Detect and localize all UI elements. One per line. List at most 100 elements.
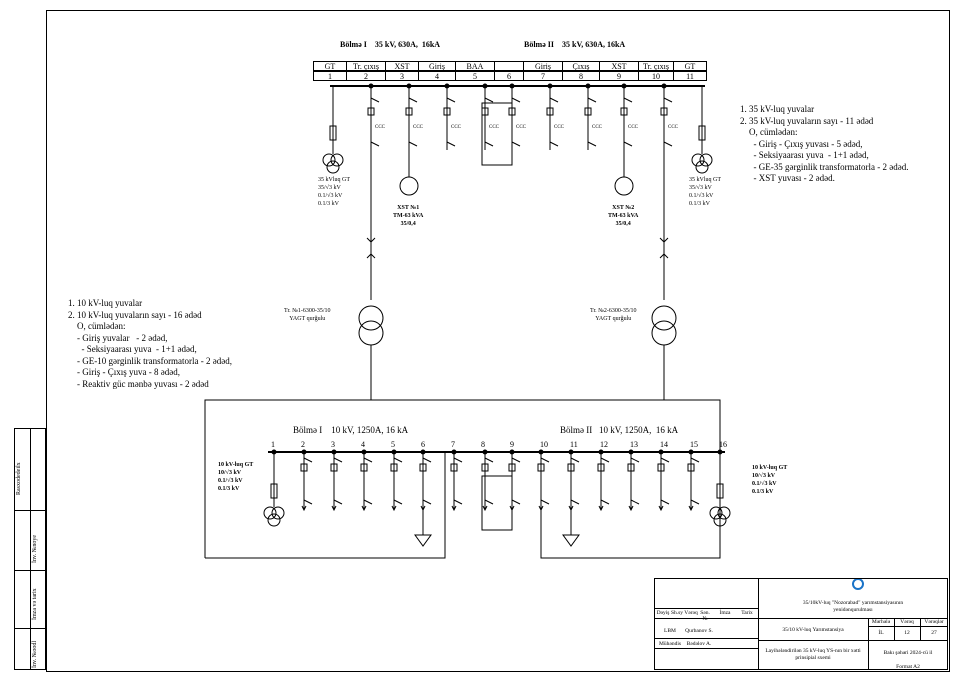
notes_10kv-line-5: - Seksiyaarası yuva - 1+1 ədəd, [68, 344, 197, 354]
tb-header-2: Sh.sy [670, 610, 684, 616]
bottom-cell-number-1: 1 [271, 440, 275, 449]
notes_10kv-line-4: - Giriş yuvalar - 2 ədəd, [68, 332, 168, 343]
notes_35kv-line-7: - XST yuvası - 2 ədəd. [740, 173, 835, 183]
bottom-cell-number-16: 16 [719, 440, 727, 449]
merhele-val: İL [878, 630, 884, 636]
tb-header-3: Vərəq [684, 610, 698, 616]
row-lbm-name: Qurbanov S. [685, 628, 713, 634]
bottom-feeder-12 [597, 449, 610, 512]
bottom-cell-number-14: 14 [660, 440, 668, 449]
svg-text:CCC: CCC [451, 125, 462, 130]
bottom-feeder-15 [687, 449, 700, 512]
tb-header-4: Sən. № [700, 610, 710, 622]
top-feeder-9: CCC [620, 83, 639, 150]
drawing-desc-2: prinsipial sxemi [795, 655, 831, 661]
svg-text:CCC: CCC [628, 125, 639, 130]
bottom-feeder-6 [419, 449, 432, 512]
bottom-cell-number-13: 13 [630, 440, 638, 449]
top-feeder-2: CCC [367, 83, 386, 150]
top-cell-num-11: 11 [673, 71, 707, 81]
top-feeder-7: CCC [546, 83, 565, 150]
drawing-frame [46, 10, 950, 672]
sheet-title: 35/10 kV-luq Yarımstansiya [782, 627, 844, 633]
notes_10kv-line-2: 2. 10 kV-luq yuvaların sayı - 16 ədəd [68, 309, 202, 320]
notes_35kv-line-6: - GE-35 gərginlik transformatorla - 2 əd… [740, 161, 909, 172]
bottom-cell-number-11: 11 [570, 440, 578, 449]
bottom-feeder-7 [450, 449, 463, 512]
top-feeder-8: CCC [584, 83, 603, 150]
notes_35kv-line-1: 1. 35 kV-luq yuvalar [740, 104, 815, 114]
svg-text:CCC: CCC [375, 125, 386, 130]
row-lbm: LBM [664, 628, 676, 634]
notes_10kv-line-3: O, cümlədən: [68, 321, 126, 331]
bottom-feeder-5 [390, 449, 403, 512]
tb-header-1: Dəyiş [656, 610, 670, 616]
notes_10kv-line-1: 1. 10 kV-luq yuvalar [68, 298, 143, 308]
tb-header-6: Tarix [741, 610, 753, 616]
bottom-cell-number-7: 7 [451, 440, 455, 449]
vereqler-val: 27 [931, 630, 937, 636]
top-feeder-4: CCC [443, 83, 462, 150]
bottom-feeder-13 [627, 449, 640, 512]
notes_35kv-line-5: - Seksiyaarası yuva - 1+1 ədəd, [740, 150, 869, 160]
notes_10kv-line-8: - Reaktiv güc mənbə yuvası - 2 ədəd [68, 378, 209, 389]
bottom-cell-number-15: 15 [690, 440, 698, 449]
title-block [654, 578, 948, 670]
bottom-feeder-3 [330, 449, 343, 512]
bottom-cell-number-9: 9 [510, 440, 514, 449]
bottom-cell-number-12: 12 [600, 440, 608, 449]
notes_35kv-line-4: - Giriş - Çıxış yuvası - 5 ədəd, [740, 138, 863, 149]
org-label: Bakı şəhəri 2024-cü il [883, 650, 933, 656]
notes_35kv-line-2: 2. 35 kV-luq yuvaların sayı - 11 ədəd [740, 115, 874, 126]
merhele-label: Mərhələ [871, 619, 891, 625]
bottom-feeder-11 [567, 449, 580, 512]
row-muh-name: Bədəlov A. [686, 641, 712, 647]
notes_10kv-line-7: - Giriş - Çıxış yuva - 8 ədəd, [68, 367, 180, 377]
bottom-cell-number-2: 2 [301, 440, 305, 449]
bottom-cell-number-6: 6 [421, 440, 425, 449]
project-line2: yenidənqurulması [833, 607, 873, 613]
bottom-feeder-2 [300, 449, 313, 512]
bottom-feeder-8 [481, 449, 494, 512]
top-feeder-3: CCC [405, 83, 424, 150]
svg-text:CCC: CCC [413, 125, 424, 130]
bottom-feeder-9 [508, 449, 521, 512]
vereq-val: 12 [904, 630, 910, 636]
top-bolme2-title: Bölmə II 35 kV, 630A, 16kA [524, 40, 626, 49]
top-feeder-10: CCC [660, 83, 679, 150]
notes_10kv-line-6: - GE-10 gərginlik transformatorla - 2 əd… [68, 355, 233, 366]
bottom-cell-number-4: 4 [361, 440, 365, 449]
notes_35kv-line-3: O, cümlədən: [740, 127, 798, 137]
bot-bolme2-title: Bölmə II 10 kV, 1250A, 16 kA [560, 425, 679, 435]
company-logo [852, 578, 864, 590]
bottom-cell-number-3: 3 [331, 440, 335, 449]
top-bolme1-title: Bölmə I 35 kV, 630A, 16kA [340, 40, 441, 49]
svg-text:CCC: CCC [592, 125, 603, 130]
svg-text:CCC: CCC [516, 125, 527, 130]
svg-text:CCC: CCC [489, 125, 500, 130]
vereqler-label: Vərəqlər [924, 619, 944, 625]
drawing-desc-1: Layihələndirilən 35 kV-luq YS-nın bir xə… [765, 648, 861, 654]
bottom-feeder-14 [657, 449, 670, 512]
bottom-cell-number-8: 8 [481, 440, 485, 449]
top-feeder-5: CCC [481, 83, 500, 150]
svg-text:CCC: CCC [668, 125, 679, 130]
bot-bolme1-title: Bölmə I 10 kV, 1250A, 16 kA [293, 425, 409, 435]
project-line1: 35/10kV-luq "Nozorabad" yarımstansiyasın… [802, 600, 904, 606]
format-label: Format A2 [896, 664, 920, 670]
svg-text:CCC: CCC [554, 125, 565, 130]
bottom-feeder-10 [537, 449, 550, 512]
vereq-label: Vərəq [900, 619, 914, 625]
bottom-feeder-4 [360, 449, 373, 512]
top-cell-name-11: GT [673, 61, 707, 71]
